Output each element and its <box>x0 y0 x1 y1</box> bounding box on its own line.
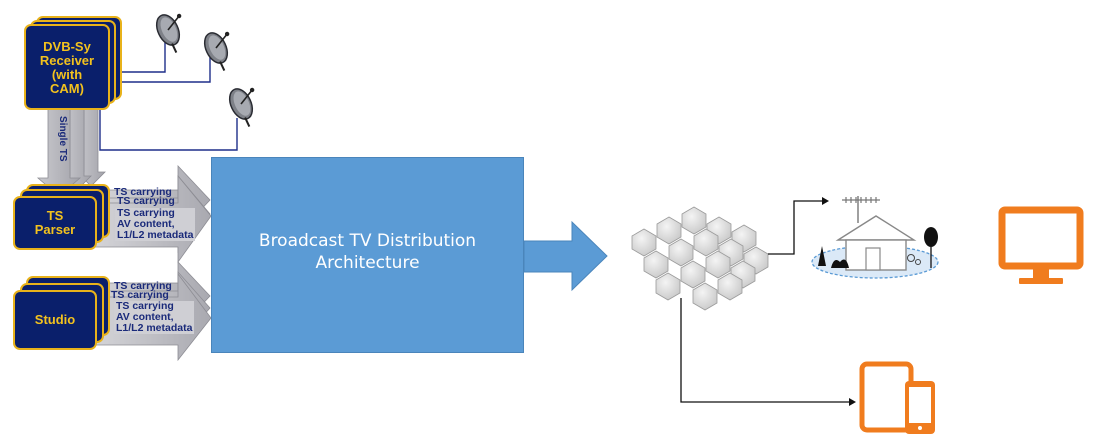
parser-line: Parser <box>34 222 76 237</box>
ts-arrow-top-label: TS carrying AV content, L1/L2 metadata <box>115 207 196 242</box>
tablet-phone-icon <box>859 361 935 434</box>
receiver-line: Receiver <box>39 52 95 68</box>
distribution-architecture-label: Broadcast TV Distribution Architecture <box>211 230 524 274</box>
central-line: Architecture <box>315 253 420 274</box>
satellite-cables <box>99 42 238 151</box>
ts-line: TS carrying <box>116 300 174 312</box>
output-arrow <box>523 220 608 292</box>
receiver-line: DVB-Sy <box>43 38 91 54</box>
ts-arrow-bottom-mid-label: TS carrying <box>111 289 169 301</box>
parser-box <box>13 196 97 250</box>
studio-label: Studio <box>34 311 76 327</box>
receiver-line: CAM) <box>50 81 84 97</box>
ts-line: L1/L2 metadata <box>117 229 194 242</box>
house-antenna-icon <box>811 196 939 279</box>
single-ts-label: Single TS <box>57 116 68 162</box>
parser-label: TS Parser <box>13 198 97 248</box>
studio-box <box>13 290 97 350</box>
ts-arrow-top-back-label: TS carrying <box>114 186 172 198</box>
ts-arrow-top-mid-label: TS carrying <box>117 195 175 207</box>
tv-monitor-icon <box>998 206 1084 284</box>
single-ts-arrows <box>36 105 106 197</box>
ts-line: AV content, <box>117 218 175 231</box>
hexagon-network-icon <box>631 206 769 311</box>
distribution-architecture-box <box>211 157 524 353</box>
receiver-label: DVB-Sy Receiver (with CAM) <box>24 27 110 109</box>
satellite-dish-icon <box>228 87 255 128</box>
ts-line: L1/L2 metadata <box>116 322 193 335</box>
network-connectors <box>680 200 849 403</box>
satellite-dish-icon <box>155 13 182 54</box>
receiver-box <box>24 24 110 110</box>
arrowhead-icon <box>822 197 829 205</box>
receiver-line: (with <box>51 67 83 82</box>
central-line: Broadcast TV Distribution <box>258 231 477 251</box>
ts-line: AV content, <box>116 311 174 324</box>
ts-arrow-bottom-back-label: TS carrying <box>114 280 172 292</box>
parser-line: TS <box>46 207 64 223</box>
satellite-dish-icon <box>203 31 230 72</box>
ts-arrow-bottom-label: TS carrying AV content, L1/L2 metadata <box>114 300 195 335</box>
arrowhead-icon <box>849 398 856 406</box>
ts-line: TS carrying <box>117 207 175 219</box>
